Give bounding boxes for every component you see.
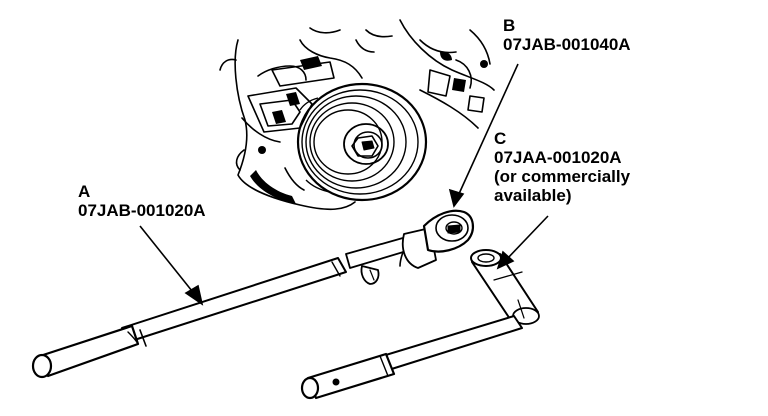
arrowhead-a [184, 284, 204, 306]
tool-c-l-handle [300, 249, 540, 400]
callout-a-letter: A [78, 182, 91, 201]
tool-b-handle-head [360, 209, 474, 285]
tool-a-extension-bar [31, 231, 431, 379]
callout-c-part-number: 07JAA-001020A [494, 148, 622, 167]
callout-a-part-number: 07JAB-001020A [78, 201, 206, 220]
crankshaft-pulley [296, 82, 428, 202]
callout-c: C 07JAA-001020A (or commercially availab… [494, 129, 630, 205]
callout-c-note-line1: (or commercially [494, 167, 631, 186]
leader-arrows [139, 63, 549, 306]
callout-a: A 07JAB-001020A [78, 182, 206, 220]
arrowhead-c [496, 250, 515, 270]
leader-a [139, 225, 197, 297]
leader-b [457, 63, 519, 197]
callout-b-letter: B [503, 16, 516, 35]
callout-c-letter: C [494, 129, 507, 148]
callout-b: B 07JAB-001040A [503, 16, 631, 54]
leader-c [505, 215, 549, 261]
callout-c-note-line2: available) [494, 186, 572, 205]
engine-detail-shading [250, 51, 488, 204]
arrowhead-b [448, 188, 465, 208]
callout-b-part-number: 07JAB-001040A [503, 35, 631, 54]
